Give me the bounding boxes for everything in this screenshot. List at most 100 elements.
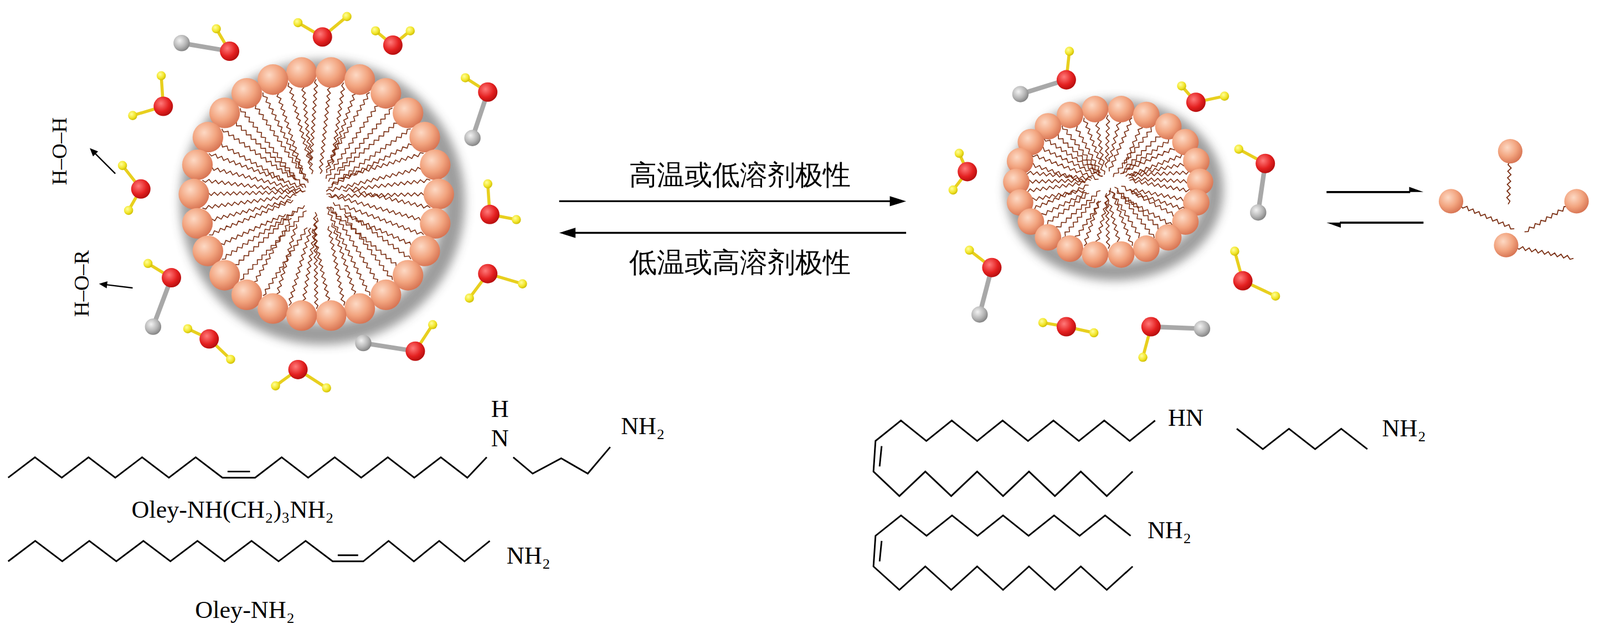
oxygen-atom xyxy=(153,96,173,117)
alkyl-tail xyxy=(1506,161,1512,205)
alkyl-tail xyxy=(1113,125,1155,178)
alkyl-tail xyxy=(331,129,411,185)
alcohol-molecule xyxy=(460,73,498,147)
oxygen-atom xyxy=(219,41,240,61)
alkyl-tail xyxy=(208,200,293,236)
hydrogen-atom xyxy=(127,110,138,121)
atom-label: HN xyxy=(1168,405,1204,431)
hydrogen-atom xyxy=(1089,328,1099,338)
alkyl-group-atom xyxy=(1194,320,1211,337)
head-group-bead xyxy=(257,293,288,324)
head-group-bead xyxy=(1493,232,1519,257)
rotated-formula: H–O–H xyxy=(48,116,71,185)
arrow-head xyxy=(1408,187,1424,193)
oxygen-atom xyxy=(1255,153,1275,174)
alkyl-group-atom xyxy=(173,34,190,51)
oxygen-atom xyxy=(312,27,333,47)
oxygen-atom xyxy=(161,268,182,288)
head-group-bead xyxy=(192,121,224,153)
head-group-bead xyxy=(1108,241,1135,269)
head-group-bead xyxy=(409,121,440,153)
compound-name: Oley-NH(CH₂)₃NH₂ xyxy=(131,497,334,523)
hydrogen-atom xyxy=(1065,46,1075,56)
alkyl-tail xyxy=(326,207,370,296)
hydrogen-atom xyxy=(225,355,236,365)
alcohol-molecule xyxy=(964,245,1002,323)
alkyl-tail xyxy=(345,216,393,280)
free-surfactant xyxy=(1438,188,1515,229)
alcohol-molecule xyxy=(1012,46,1077,102)
alkyl-tail xyxy=(275,86,303,173)
alkyl-tail xyxy=(1022,178,1092,184)
head-group-bead xyxy=(1564,188,1589,214)
alkyl-tail xyxy=(1026,162,1084,182)
water-molecule xyxy=(948,148,978,195)
alkyl-tail xyxy=(1043,137,1104,177)
double-bond-line xyxy=(337,554,359,557)
alkyl-tail xyxy=(1083,117,1105,176)
oxygen-atom xyxy=(1056,317,1077,337)
hydrogen-atom xyxy=(405,26,415,36)
arrow-shaft xyxy=(559,200,892,203)
equilibrium-arrow xyxy=(1326,187,1424,193)
alkyl-tail xyxy=(328,117,403,182)
large-micelle xyxy=(178,57,454,334)
atom-label: NH₂ xyxy=(506,543,551,569)
hydrogen-atom xyxy=(321,383,332,393)
skeletal-bond xyxy=(8,541,491,562)
arrow-head xyxy=(99,281,108,289)
arrow-shaft xyxy=(94,153,116,174)
alcohol-molecule xyxy=(173,24,240,61)
head-group-bead xyxy=(1498,139,1523,164)
micelle-core xyxy=(1016,108,1201,256)
alkyl-tail xyxy=(1460,205,1515,230)
alkyl-group-atom xyxy=(971,306,988,323)
alkyl-tail xyxy=(230,117,306,188)
head-group-bead xyxy=(344,64,375,95)
oxygen-atom xyxy=(477,82,498,102)
alkyl-tail xyxy=(326,165,428,192)
hydrogen-atom xyxy=(1138,352,1148,363)
hydrogen-atom xyxy=(517,279,528,289)
alkyl-tail xyxy=(1109,117,1133,172)
alkyl-group-atom xyxy=(464,129,481,146)
alkyl-tail xyxy=(230,212,295,271)
oxygen-atom xyxy=(405,341,425,362)
micelle-core xyxy=(193,71,439,317)
atom-label: NH₂ xyxy=(620,414,665,439)
water-molecule xyxy=(270,359,332,393)
oxygen-atom xyxy=(1141,317,1161,337)
hydrogen-atom xyxy=(143,258,153,269)
hydrogen-atom xyxy=(156,70,167,81)
alkyl-tail xyxy=(204,199,292,223)
water-molecule xyxy=(127,70,173,120)
atom-label: N xyxy=(491,426,509,451)
arrow-head xyxy=(89,148,99,157)
alkyl-tail xyxy=(263,227,308,296)
hydrogen-atom xyxy=(1220,91,1230,101)
alkyl-tail xyxy=(1110,187,1133,246)
oxygen-atom xyxy=(477,264,498,284)
alkyl-group-atom xyxy=(1012,85,1029,102)
arrow-shaft xyxy=(574,232,907,234)
hydrogen-atom xyxy=(954,148,965,158)
head-group-bead xyxy=(423,178,455,210)
alkyl-tail xyxy=(1036,192,1088,219)
alkyl-tail xyxy=(327,140,418,188)
alkyl-group-atom xyxy=(145,318,162,335)
small-micelle xyxy=(1002,95,1214,272)
hydrogen-atom xyxy=(1230,246,1240,256)
skeletal-bond xyxy=(873,420,1156,497)
arrow-shaft xyxy=(1339,221,1424,224)
alkyl-tail xyxy=(327,225,346,306)
hydrogen-atom xyxy=(342,12,352,22)
alkyl-tail xyxy=(250,218,292,289)
hydrogen-atom xyxy=(1233,144,1244,154)
free-surfactant xyxy=(1498,139,1523,205)
micelle-shadow xyxy=(191,70,455,334)
head-group-bead xyxy=(370,279,401,311)
hydrogen-atom xyxy=(211,24,221,34)
alkyl-tail xyxy=(328,192,431,198)
hydrogen-atom xyxy=(183,323,193,334)
hydrogen-atom xyxy=(371,26,381,36)
